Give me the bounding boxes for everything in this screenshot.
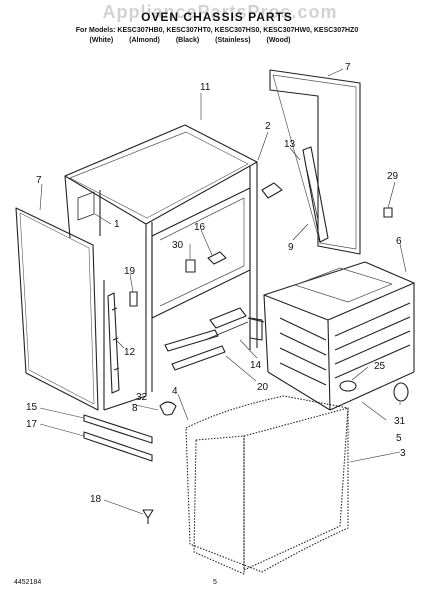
vertical-bracket [261, 146, 329, 243]
small-parts [129, 207, 409, 524]
callout-6: 6 [396, 236, 402, 247]
callout-14: 14 [250, 360, 262, 371]
color-list: (White) (Almond) (Black) (Stainless) (Wo… [40, 37, 340, 44]
back-panel [269, 69, 361, 255]
callout-15: 15 [26, 402, 38, 413]
part-18 [142, 509, 154, 519]
color-stainless: (Stainless) [215, 37, 251, 44]
callout-25: 25 [374, 361, 386, 372]
callout-13: 13 [284, 139, 296, 150]
part-29 [383, 207, 393, 218]
callout-1: 1 [114, 219, 120, 230]
color-almond: (Almond) [129, 37, 160, 44]
callout-29: 29 [387, 171, 399, 182]
part-16 [207, 251, 227, 265]
model-list: For Models: KESC307HB0, KESC307HT0, KESC… [75, 27, 359, 34]
callout-8: 8 [132, 403, 138, 414]
callout-30: 30 [172, 240, 184, 251]
callout-16: 16 [194, 222, 206, 233]
color-wood: (Wood) [266, 37, 291, 44]
callout-3: 3 [400, 448, 406, 459]
watermark: AppliancePartsPros.com [102, 2, 338, 22]
callout-9: 9 [288, 242, 294, 253]
bottom-brackets [164, 307, 249, 371]
leader-lines [39, 68, 407, 515]
callout-7-back: 7 [345, 62, 351, 73]
callout-numbers: 11 2 7 7 1 13 29 6 16 30 9 19 12 14 25 2… [26, 62, 406, 505]
callout-5: 5 [396, 433, 402, 444]
callout-4: 4 [172, 386, 178, 397]
callout-7-side: 7 [36, 175, 42, 186]
left-rail [107, 292, 120, 394]
callout-31: 31 [394, 416, 406, 427]
part-30 [185, 259, 196, 273]
callout-32: 32 [136, 392, 148, 403]
callout-12: 12 [124, 347, 136, 358]
color-white: (White) [89, 37, 114, 44]
callout-18: 18 [90, 494, 102, 505]
page-title: OVEN CHASSIS PARTS [141, 10, 293, 24]
color-black: (Black) [175, 37, 200, 44]
callout-20: 20 [257, 382, 269, 393]
doc-number: 4452184 [14, 579, 42, 586]
part-32 [159, 401, 177, 416]
page-number: 5 [213, 579, 217, 586]
part-31 [393, 382, 409, 402]
lower-rails [83, 414, 153, 462]
oven-cavity [247, 261, 415, 411]
insulation-blanket [185, 395, 349, 575]
callout-17: 17 [26, 419, 38, 430]
callout-11: 11 [200, 82, 211, 93]
callout-19: 19 [124, 266, 136, 277]
left-side-panel [15, 207, 99, 411]
callout-2: 2 [265, 121, 271, 132]
part-19 [129, 291, 138, 307]
